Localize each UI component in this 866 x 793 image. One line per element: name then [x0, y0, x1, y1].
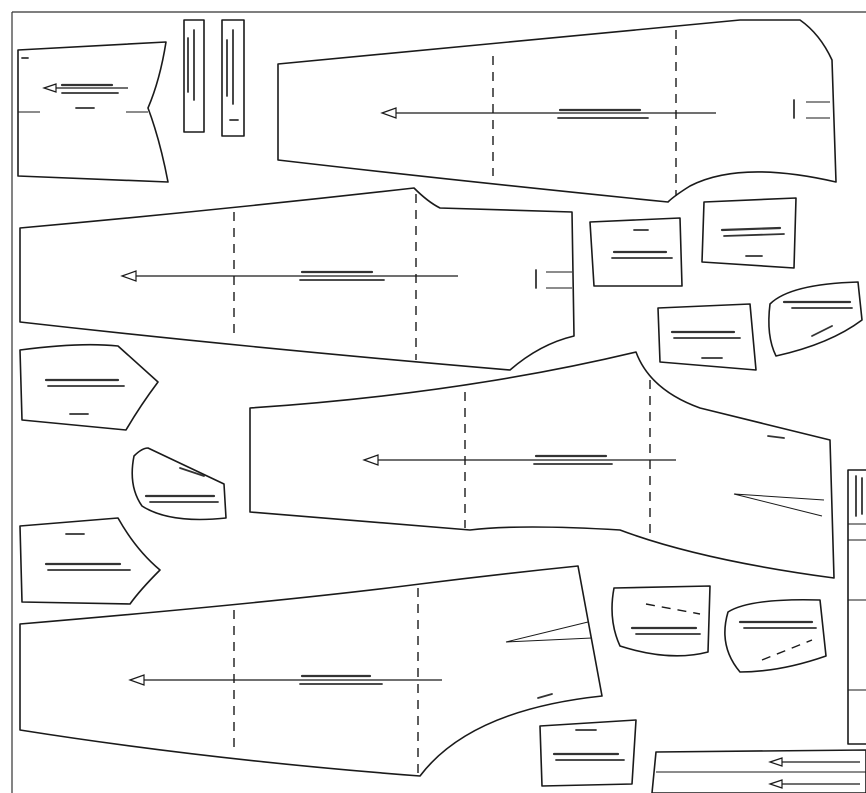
pocket-piece-left-2 [131, 447, 227, 521]
small-piece-4 [768, 281, 863, 357]
small-piece-5 [611, 585, 711, 657]
small-strip-piece-b [221, 19, 245, 137]
pocket-piece-left-3 [19, 517, 161, 605]
grainline-arrow [128, 674, 442, 686]
pocket-piece-left-1 [19, 343, 159, 431]
long-leg-piece-top [277, 19, 837, 203]
title-block [847, 469, 866, 745]
small-piece-7 [539, 719, 637, 787]
small-piece-2 [701, 197, 797, 269]
grainline-arrow [362, 454, 676, 466]
sleeve-cap-piece [17, 41, 169, 183]
small-piece-6 [724, 598, 827, 673]
small-piece-8 [651, 749, 866, 793]
small-strip-piece-a [183, 19, 205, 133]
grainline-arrow [42, 83, 128, 93]
grainline-arrow [120, 270, 458, 282]
small-piece-3 [657, 303, 757, 371]
long-leg-piece-4 [19, 565, 603, 777]
small-piece-1 [589, 217, 683, 287]
sheet-border [11, 11, 866, 793]
long-leg-piece-3 [249, 351, 835, 579]
long-leg-piece-2 [19, 187, 575, 371]
grainline-arrow [380, 107, 716, 119]
